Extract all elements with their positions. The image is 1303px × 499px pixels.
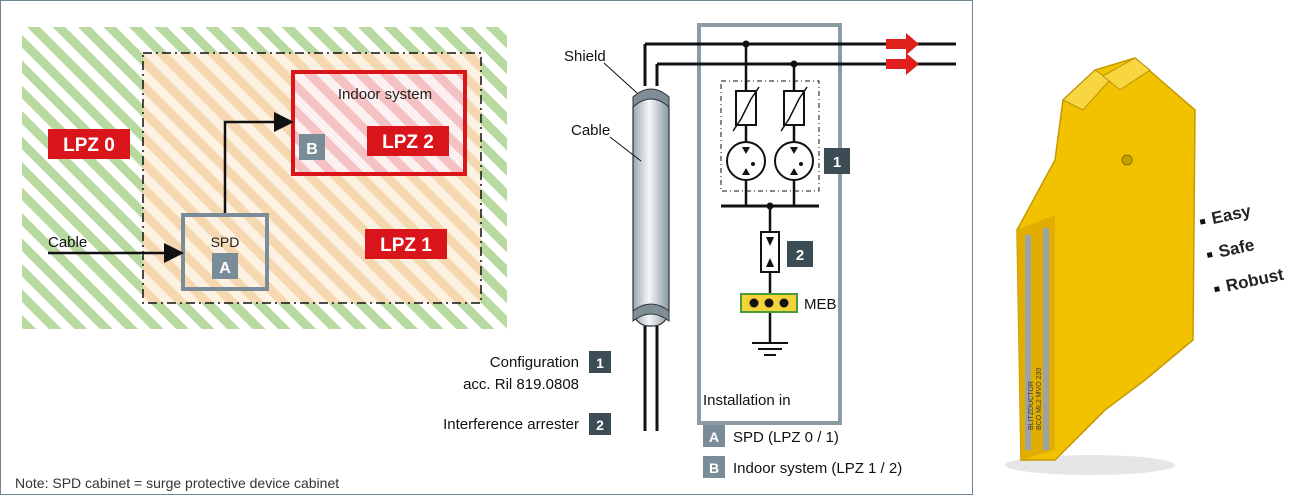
- varistor-left-slash: [732, 86, 760, 132]
- cable-label-right: Cable: [571, 122, 610, 139]
- product-image: BLITZDUCTOR BCO ML2 MVO 230 Easy Safe Ro…: [1005, 57, 1286, 475]
- product-body: [1016, 57, 1196, 461]
- arrester-group-box: [720, 80, 820, 192]
- product-top-terminal-2: [1102, 57, 1151, 91]
- gdt-left-dot: [751, 162, 755, 166]
- legend-marker-2-label: 2: [596, 417, 604, 433]
- legend-marker-2: [589, 413, 611, 435]
- feature-list: Easy Safe Robust: [1199, 201, 1286, 296]
- diagram-frame: LPZ 0 LPZ 1 LPZ 2 Indoor system B SPD A …: [0, 0, 973, 495]
- cable-label-left: Cable: [48, 234, 87, 251]
- marker-a: [212, 253, 238, 279]
- marker-1-label: 1: [833, 154, 841, 171]
- varistor-right-slash: [780, 86, 808, 132]
- marker-b: [299, 134, 325, 160]
- meb-dot-1: [749, 298, 759, 308]
- marker-a-label: A: [219, 260, 231, 277]
- marker-2: [787, 241, 813, 267]
- gdt-right-arrow-top: [790, 147, 798, 154]
- lpz1-label: LPZ 1: [380, 235, 432, 256]
- marker-b-label: B: [306, 141, 318, 158]
- lpz0-badge: [48, 129, 130, 159]
- installation-enclosure: [697, 23, 842, 425]
- legend-configuration-ref: acc. Ril 819.0808: [463, 376, 579, 393]
- ia-arrow-down: [766, 237, 774, 246]
- gdt-right-arrow-bottom: [790, 168, 798, 175]
- lpz1-badge: [365, 229, 447, 259]
- feature-safe: Safe: [1217, 235, 1256, 261]
- feature-robust: Robust: [1224, 265, 1286, 296]
- indoor-system-label: Indoor system: [338, 86, 432, 103]
- gdt-right: [774, 141, 814, 181]
- meb-dot-2: [764, 298, 774, 308]
- shield-leader: [603, 62, 638, 94]
- product-gray-stripe-1: [1025, 235, 1031, 450]
- feature-bullet-2: [1206, 251, 1213, 258]
- interference-arrester: [760, 231, 780, 273]
- gdt-right-dot: [799, 162, 803, 166]
- red-arrow-top: [886, 33, 919, 55]
- cable-leader: [609, 136, 642, 162]
- spd-to-indoor-arrow: [223, 112, 294, 213]
- shield-end-top: [632, 88, 670, 109]
- feature-bullet-1: [1199, 218, 1206, 225]
- lpz-diagram: LPZ 0 LPZ 1 LPZ 2 Indoor system B SPD A …: [22, 23, 956, 478]
- legend-interference-arrester: Interference arrester: [443, 416, 579, 433]
- footnote: Note: SPD cabinet = surge protective dev…: [15, 475, 340, 491]
- ia-arrow-up: [766, 258, 774, 267]
- lpz0-label: LPZ 0: [63, 135, 115, 156]
- gdt-left: [726, 141, 766, 181]
- product-label-line-1: BLITZDUCTOR: [1028, 381, 1035, 430]
- legend-marker-a: [703, 425, 725, 447]
- legend-marker-a-label: A: [709, 429, 719, 445]
- feature-easy: Easy: [1210, 201, 1253, 228]
- gdt-left-arrow-bottom: [742, 168, 750, 175]
- meb-label: MEB: [804, 296, 837, 313]
- legend-marker-1-label: 1: [596, 355, 604, 371]
- spd-label: SPD: [211, 234, 240, 250]
- lpz2-label: LPZ 2: [382, 132, 434, 153]
- marker-1: [824, 148, 850, 174]
- legend-installation-in: Installation in: [703, 392, 791, 409]
- red-arrow-bottom: [886, 53, 919, 75]
- gdt-left-arrow-top: [742, 147, 750, 154]
- meb-dot-3: [779, 298, 789, 308]
- legend-item-a-text: SPD (LPZ 0 / 1): [733, 429, 839, 446]
- marker-2-label: 2: [796, 247, 804, 264]
- product-label-line-2: BCO ML2 MVO 230: [1036, 368, 1043, 430]
- legend-marker-b-label: B: [709, 460, 719, 476]
- shield-end-bottom: [632, 303, 670, 323]
- lpz2-badge: [367, 126, 449, 156]
- shielded-cable: [632, 90, 670, 327]
- product-screw: [1121, 154, 1133, 166]
- legend-configuration: Configuration: [490, 354, 579, 371]
- legend-marker-b: [703, 456, 725, 478]
- legend-item-b-text: Indoor system (LPZ 1 / 2): [733, 460, 902, 477]
- legend-marker-1: [589, 351, 611, 373]
- shield-label: Shield: [564, 48, 606, 65]
- feature-bullet-3: [1214, 286, 1220, 293]
- product-gray-stripe-2: [1043, 228, 1049, 450]
